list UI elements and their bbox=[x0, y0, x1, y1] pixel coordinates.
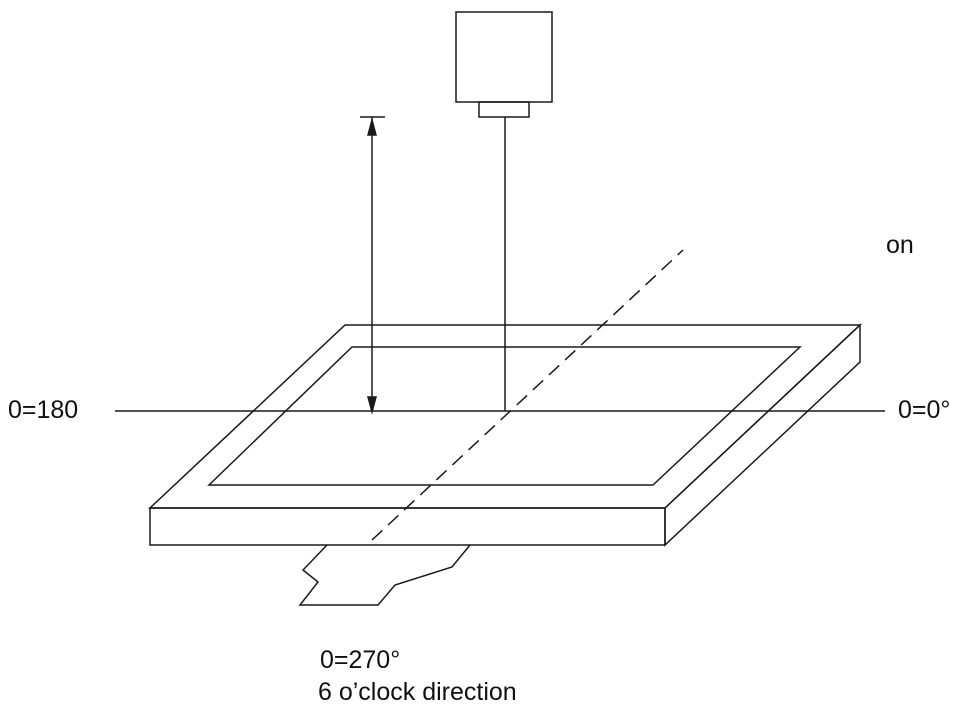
direction-label-6-oclock: 6 o’clock direction bbox=[318, 678, 517, 706]
angle-label-270: 0=270° bbox=[320, 646, 401, 674]
frame-handle bbox=[298, 544, 471, 606]
angle-label-180: 0=180 bbox=[8, 396, 79, 424]
angle-label-0: 0=0° bbox=[898, 396, 951, 424]
direction-label-fragment: on bbox=[886, 231, 914, 259]
frame-inner-opening bbox=[207, 346, 802, 486]
diagonal-dashed-axis bbox=[371, 249, 684, 541]
height-dimension-arrow bbox=[360, 116, 385, 415]
frame-side-face bbox=[664, 323, 861, 547]
frame-front-face bbox=[149, 507, 666, 546]
camera-body bbox=[455, 11, 553, 103]
camera-lens bbox=[478, 101, 530, 118]
